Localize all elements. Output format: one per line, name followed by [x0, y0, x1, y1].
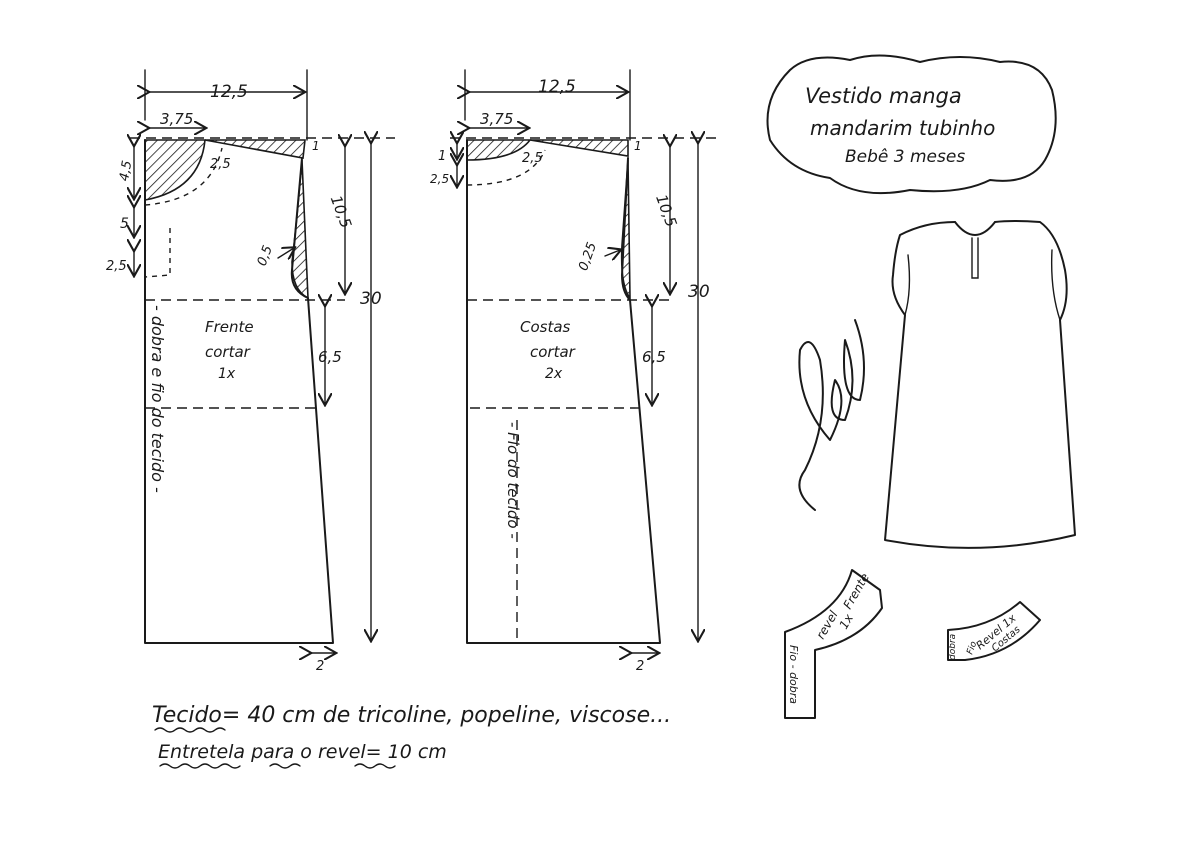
front-pattern-piece: 12,5 3,75 2,5 4,5 5 2,5 0,5 1 10,5 30 6,… [106, 69, 395, 674]
front-facing-name: Frente [840, 571, 872, 612]
back-shoulder-hatch [529, 139, 629, 157]
back-armhole-curve-label: 0,25 [576, 241, 600, 273]
front-lower-b-label: 2,5 [106, 259, 127, 274]
front-cut-label: cortar [205, 343, 251, 361]
back-cut-label: cortar [530, 343, 576, 361]
front-lower-a-label: 5 [120, 216, 129, 232]
dress-outline [884, 220, 1076, 549]
interfacing-note: Entretela para o revel= 10 cm [158, 741, 447, 763]
dress-sketch [884, 220, 1076, 549]
front-hem-label: 2 [316, 659, 324, 674]
back-neck-width-label: 3,75 [480, 110, 513, 128]
signature [798, 319, 865, 511]
front-width-label: 12,5 [210, 82, 248, 102]
front-armhole-curve-label: 0,5 [255, 244, 276, 269]
front-neck-width-label: 3,75 [160, 110, 193, 128]
front-neck-depth-label: 4,5 [117, 159, 135, 182]
back-outline [466, 139, 661, 644]
front-neck-diag-label: 2,5 [210, 157, 231, 172]
title-line-1: Vestido manga [805, 84, 962, 108]
title-bubble: Vestido manga mandarim tubinho Bebê 3 me… [766, 54, 1057, 195]
back-width-label: 12,5 [538, 77, 576, 97]
back-facing-piece: Revel 1x Costas Fio dobra [947, 601, 1041, 661]
back-hem-label: 2 [636, 659, 644, 674]
front-armhole-height-label: 10,5 [327, 193, 355, 231]
front-cut-count: 1x [218, 366, 236, 382]
back-facing-fold: dobra [948, 634, 958, 660]
back-neck-depth2-label: 2,5 [430, 172, 449, 186]
front-facing-count: 1x [836, 611, 856, 632]
dress-neckline [954, 221, 996, 236]
back-grain-label: - Fio do tecido - [504, 422, 522, 539]
front-length-label: 30 [360, 289, 382, 309]
title-line-3: Bebê 3 meses [845, 147, 965, 167]
front-shoulder-drop-label: 1 [312, 139, 320, 153]
back-shoulder-drop-label: 1 [634, 139, 642, 153]
dress-armhole-left [904, 254, 911, 316]
back-piece-name: Costas [520, 318, 571, 336]
dress-armhole-right [1051, 249, 1061, 321]
front-shoulder-hatch [204, 139, 306, 159]
front-fold-grain-label: - dobra e fio do tecido - [148, 305, 167, 493]
front-facing-piece: revel 1x Frente Fio - dobra [784, 569, 883, 719]
back-pattern-piece: 12,5 3,75 2,5 1 2,5 0,25 1 10,5 30 6,5 C… [430, 69, 720, 674]
back-armhole-hatch [620, 159, 631, 301]
back-facing-grain: Fio [965, 640, 979, 656]
back-waist-label: 6,5 [642, 348, 666, 366]
back-cut-count: 2x [545, 366, 563, 382]
material-notes: Tecido= 40 cm de tricoline, popeline, vi… [152, 703, 671, 769]
front-facing-fold: Fio - dobra [787, 645, 800, 704]
fabric-note: Tecido= 40 cm de tricoline, popeline, vi… [152, 703, 671, 728]
back-neckline-hatch [466, 139, 532, 161]
back-neck-diag-label: 2,5 [522, 151, 543, 166]
front-neckline-hatch [144, 139, 206, 201]
back-neck-depth1-label: 1 [438, 149, 446, 164]
front-armhole-hatch [291, 159, 309, 300]
dress-placket [971, 237, 979, 279]
title-line-2: mandarim tubinho [810, 116, 995, 140]
front-piece-name: Frente [205, 318, 254, 336]
front-waist-label: 6,5 [318, 348, 342, 366]
back-armhole-height-label: 10,5 [652, 192, 680, 230]
back-length-label: 30 [688, 282, 710, 302]
cloud-outline [766, 54, 1057, 195]
